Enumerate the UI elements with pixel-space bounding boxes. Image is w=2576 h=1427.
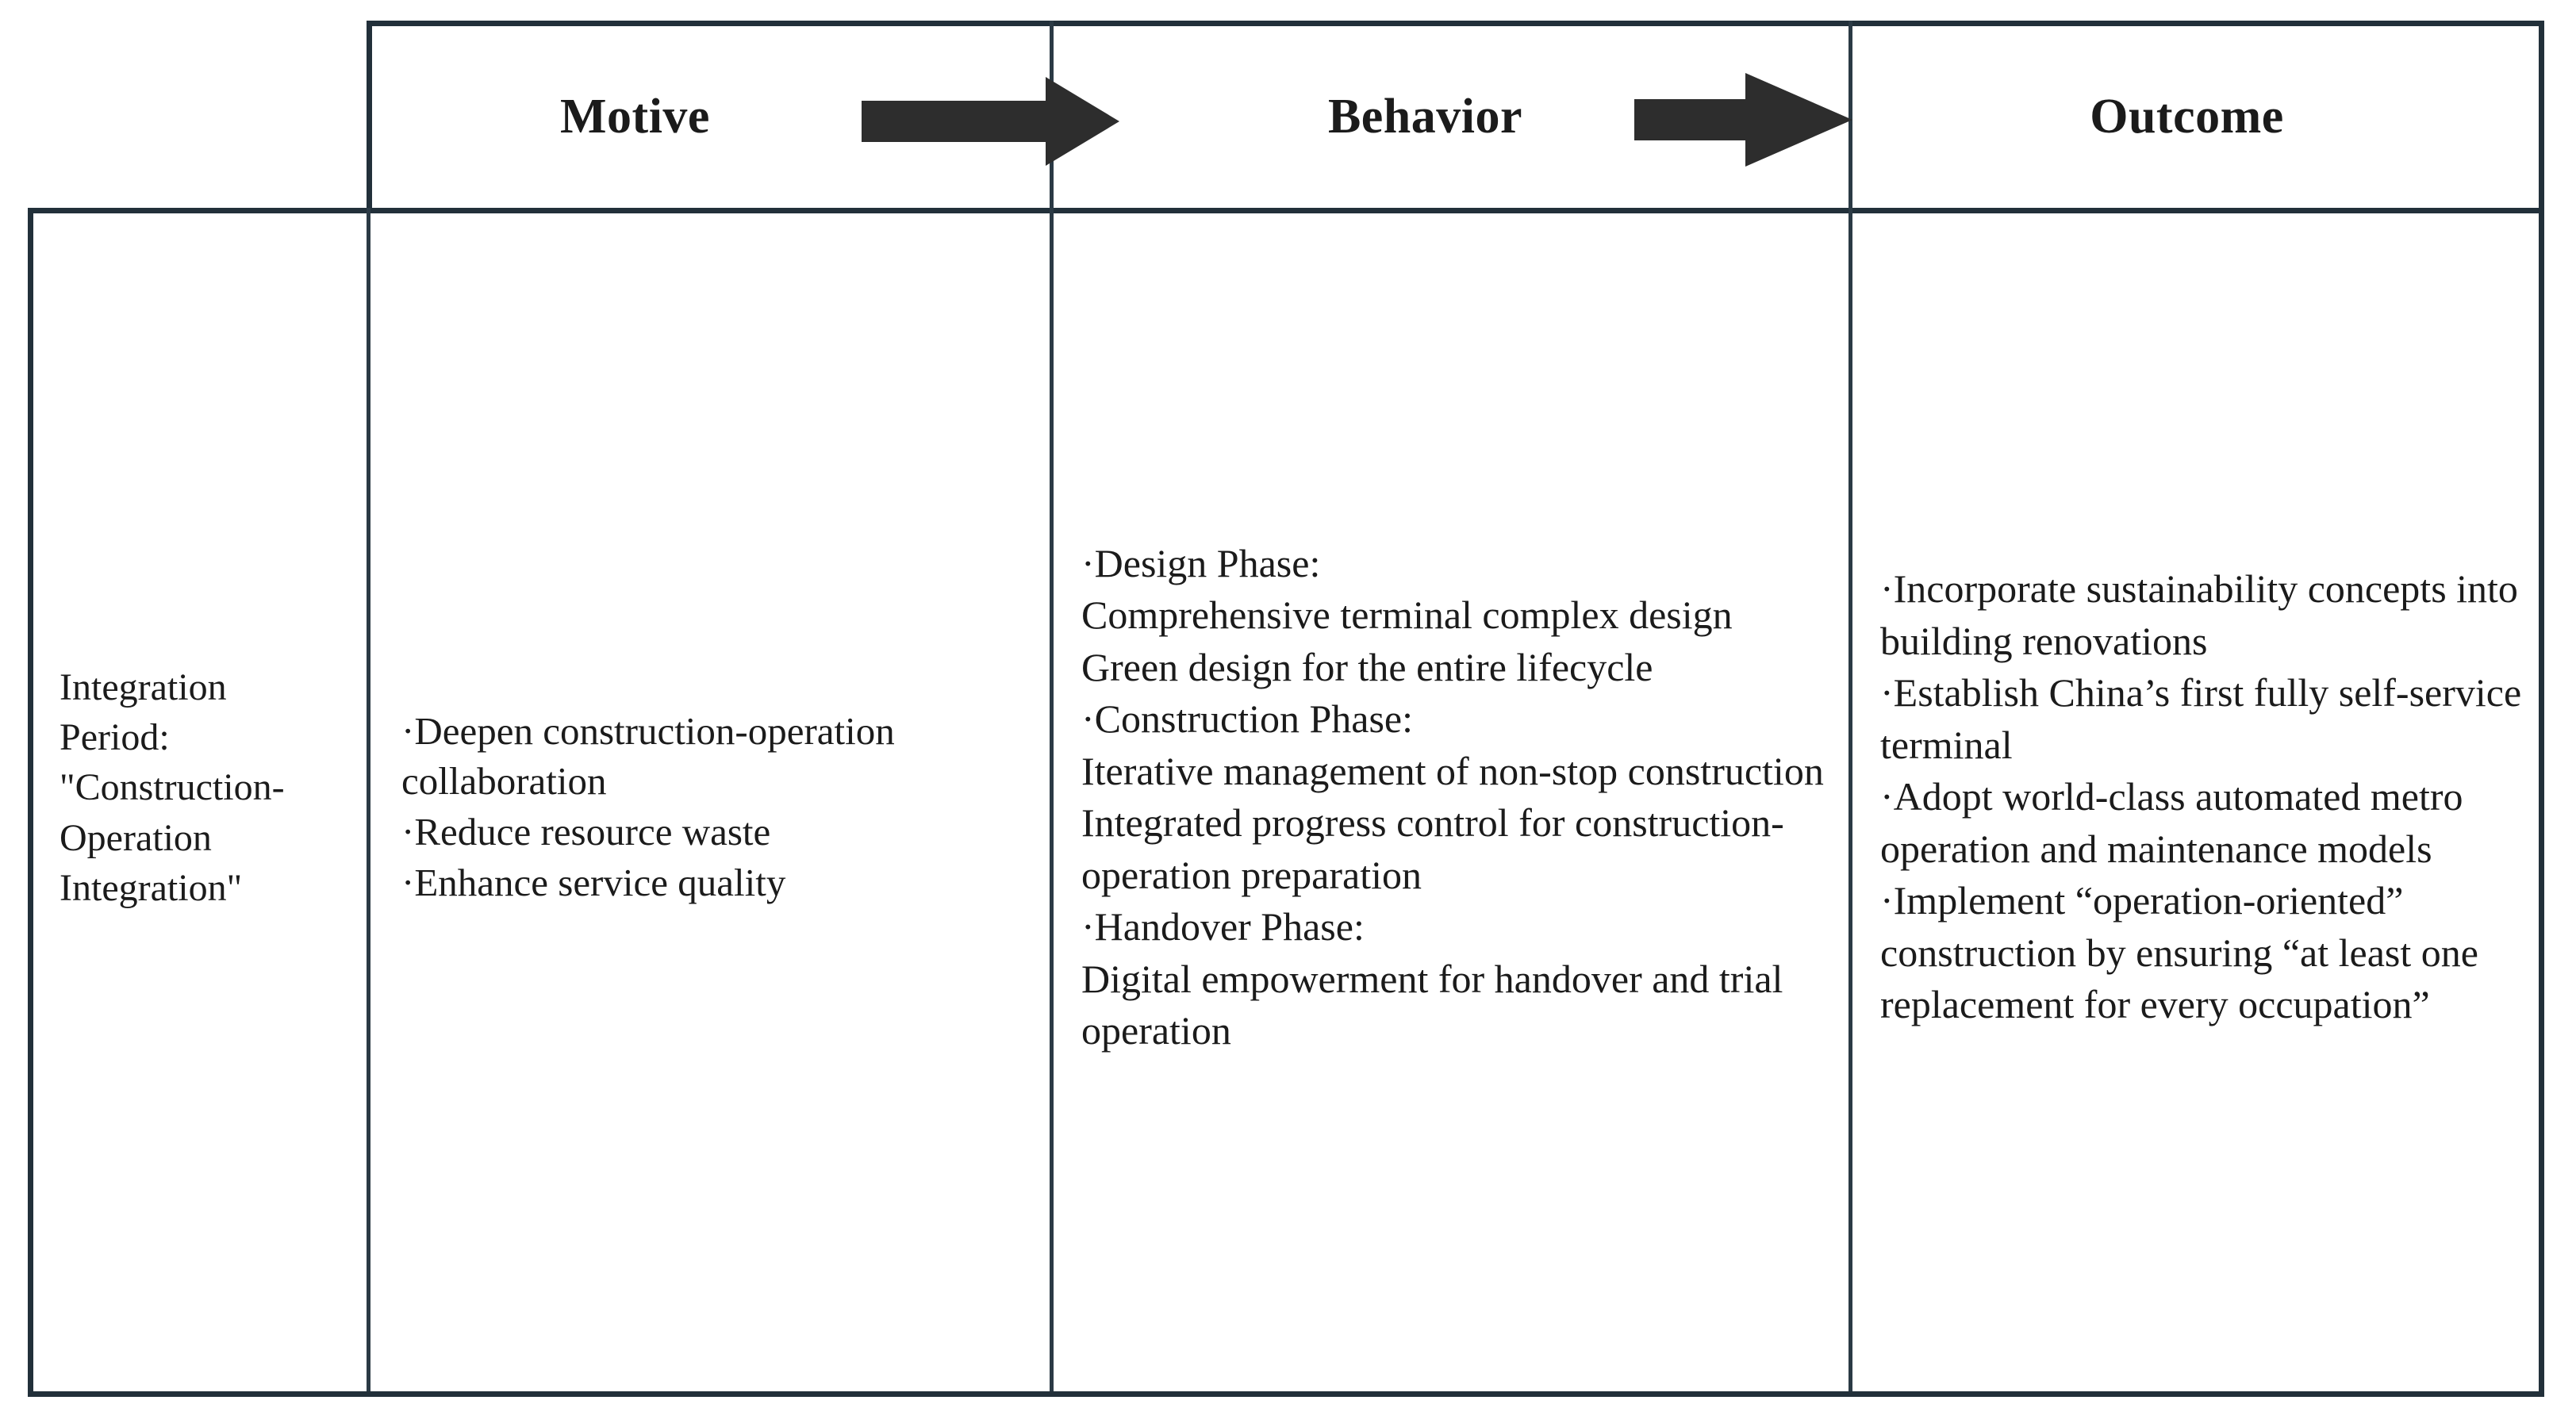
body-row: Integration Period: "Construction-Operat… bbox=[28, 210, 2544, 1394]
arrow-right-icon bbox=[1634, 73, 1852, 167]
column-header-outcome: Outcome bbox=[1849, 21, 2544, 213]
header-left-border bbox=[367, 21, 372, 213]
header-right-border bbox=[2539, 21, 2544, 213]
table-bottom-border bbox=[28, 1391, 2544, 1397]
table-cell-outcome: ·Incorporate sustainability concepts int… bbox=[1849, 210, 2544, 1394]
header-top-border bbox=[367, 21, 2544, 26]
body-left-border bbox=[28, 208, 33, 1397]
motive-text: ·Deepen construction-operation collabora… bbox=[401, 708, 895, 904]
body-divider-period-motive bbox=[367, 208, 370, 1397]
column-header-motive-label: Motive bbox=[560, 90, 710, 144]
body-divider-motive-behavior bbox=[1050, 208, 1054, 1397]
body-divider-behavior-outcome bbox=[1849, 208, 1852, 1397]
header-row: Motive Behavior Outcome bbox=[367, 21, 2544, 213]
arrow-right-icon bbox=[862, 77, 1119, 166]
column-header-behavior-label: Behavior bbox=[1327, 90, 1523, 144]
table-cell-motive: ·Deepen construction-operation collabora… bbox=[367, 210, 1050, 1394]
header-divider-behavior-outcome bbox=[1849, 21, 1852, 213]
outcome-text: ·Incorporate sustainability concepts int… bbox=[1880, 566, 2522, 1027]
table-cell-behavior: ·Design Phase: Comprehensive terminal co… bbox=[1050, 210, 1849, 1394]
header-bottom-border bbox=[28, 208, 2544, 213]
body-right-border bbox=[2539, 208, 2544, 1397]
table-cell-period: Integration Period: "Construction-Operat… bbox=[28, 210, 367, 1394]
column-header-outcome-label: Outcome bbox=[2090, 90, 2284, 144]
period-text: Integration Period: "Construction-Operat… bbox=[60, 666, 285, 910]
column-header-motive: Motive bbox=[367, 21, 1050, 213]
behavior-text: ·Design Phase: Comprehensive terminal co… bbox=[1081, 540, 1824, 1053]
column-header-behavior: Behavior bbox=[1050, 21, 1849, 213]
